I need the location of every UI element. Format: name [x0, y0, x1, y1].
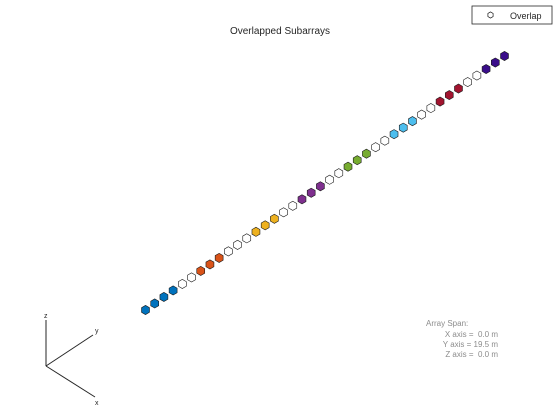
array-element-32-overlap — [426, 103, 436, 114]
array-span-y: Y axis = 19.5 m — [443, 340, 499, 349]
array-span-z: Z axis = 0.0 m — [445, 350, 498, 359]
array-element-24 — [352, 155, 362, 166]
array-element-6-overlap — [187, 272, 196, 283]
legend-overlap-marker — [487, 11, 494, 19]
array-element-13 — [251, 226, 261, 237]
array-element-38 — [481, 64, 491, 74]
array-element-17-overlap — [288, 200, 298, 211]
array-elements — [141, 51, 509, 315]
array-element-3 — [159, 292, 169, 302]
array-element-30 — [408, 116, 417, 127]
array-element-12-overlap — [242, 233, 252, 244]
array-element-25 — [362, 148, 371, 159]
array-element-26-overlap — [371, 142, 380, 153]
array-element-39 — [491, 57, 500, 68]
axes-triad: z y x — [44, 313, 99, 407]
array-span-x: X axis = 0.0 m — [445, 330, 498, 339]
array-element-40 — [500, 51, 509, 61]
array-element-7 — [196, 265, 206, 276]
array-element-14 — [260, 220, 270, 231]
legend[interactable]: Overlap — [471, 5, 553, 25]
array-element-31-overlap — [417, 109, 426, 120]
array-element-5-overlap — [178, 279, 187, 289]
array-element-19 — [306, 187, 316, 198]
array-element-8 — [205, 259, 215, 270]
array-element-15 — [270, 213, 279, 224]
array-element-36-overlap — [463, 77, 472, 87]
array-element-2 — [150, 298, 159, 309]
array-element-16-overlap — [279, 207, 288, 218]
array-element-9 — [214, 252, 224, 263]
triad-y-label: y — [95, 328, 99, 335]
array-element-37-overlap — [472, 70, 482, 81]
array-element-1 — [141, 305, 150, 315]
array-element-11-overlap — [233, 239, 242, 250]
legend-overlap-label: Overlap — [510, 11, 542, 21]
array-element-10-overlap — [224, 246, 233, 257]
triad-x-axis — [45, 365, 96, 398]
array-element-20 — [316, 181, 325, 192]
array-element-33 — [435, 96, 445, 107]
array-element-23 — [343, 161, 353, 172]
array-element-34 — [444, 90, 454, 101]
triad-y-axis — [45, 334, 94, 367]
array-span-annotation: Array Span: X axis = 0.0 m Y axis = 19.5… — [426, 319, 498, 359]
array-element-21-overlap — [325, 174, 334, 185]
array-element-22-overlap — [334, 168, 344, 179]
array-element-28 — [389, 129, 399, 140]
array-element-35 — [454, 83, 463, 94]
array-element-18 — [297, 194, 307, 205]
array-element-4 — [168, 285, 178, 296]
legend-box — [471, 5, 553, 25]
chart-title: Overlapped Subarrays — [230, 26, 330, 37]
array-element-29 — [398, 122, 408, 133]
triad-x-label: x — [95, 400, 99, 407]
array-span-heading: Array Span: — [426, 319, 468, 328]
triad-z-label: z — [44, 313, 48, 320]
array-element-27-overlap — [380, 135, 390, 146]
